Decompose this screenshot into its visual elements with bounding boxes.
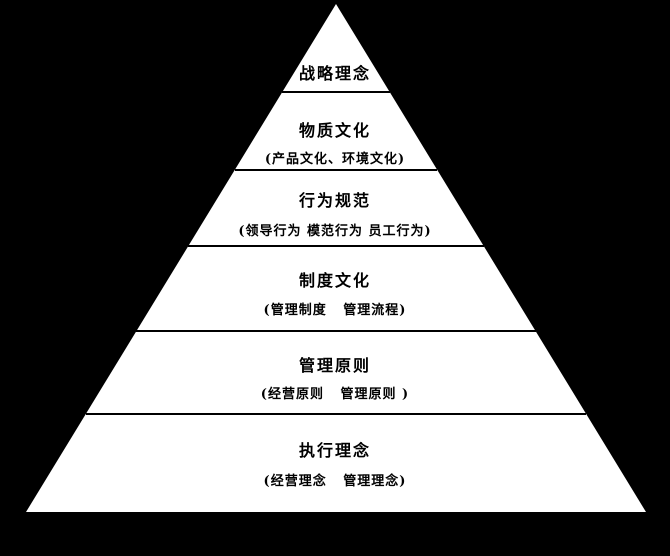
pyramid-shape <box>26 4 646 512</box>
